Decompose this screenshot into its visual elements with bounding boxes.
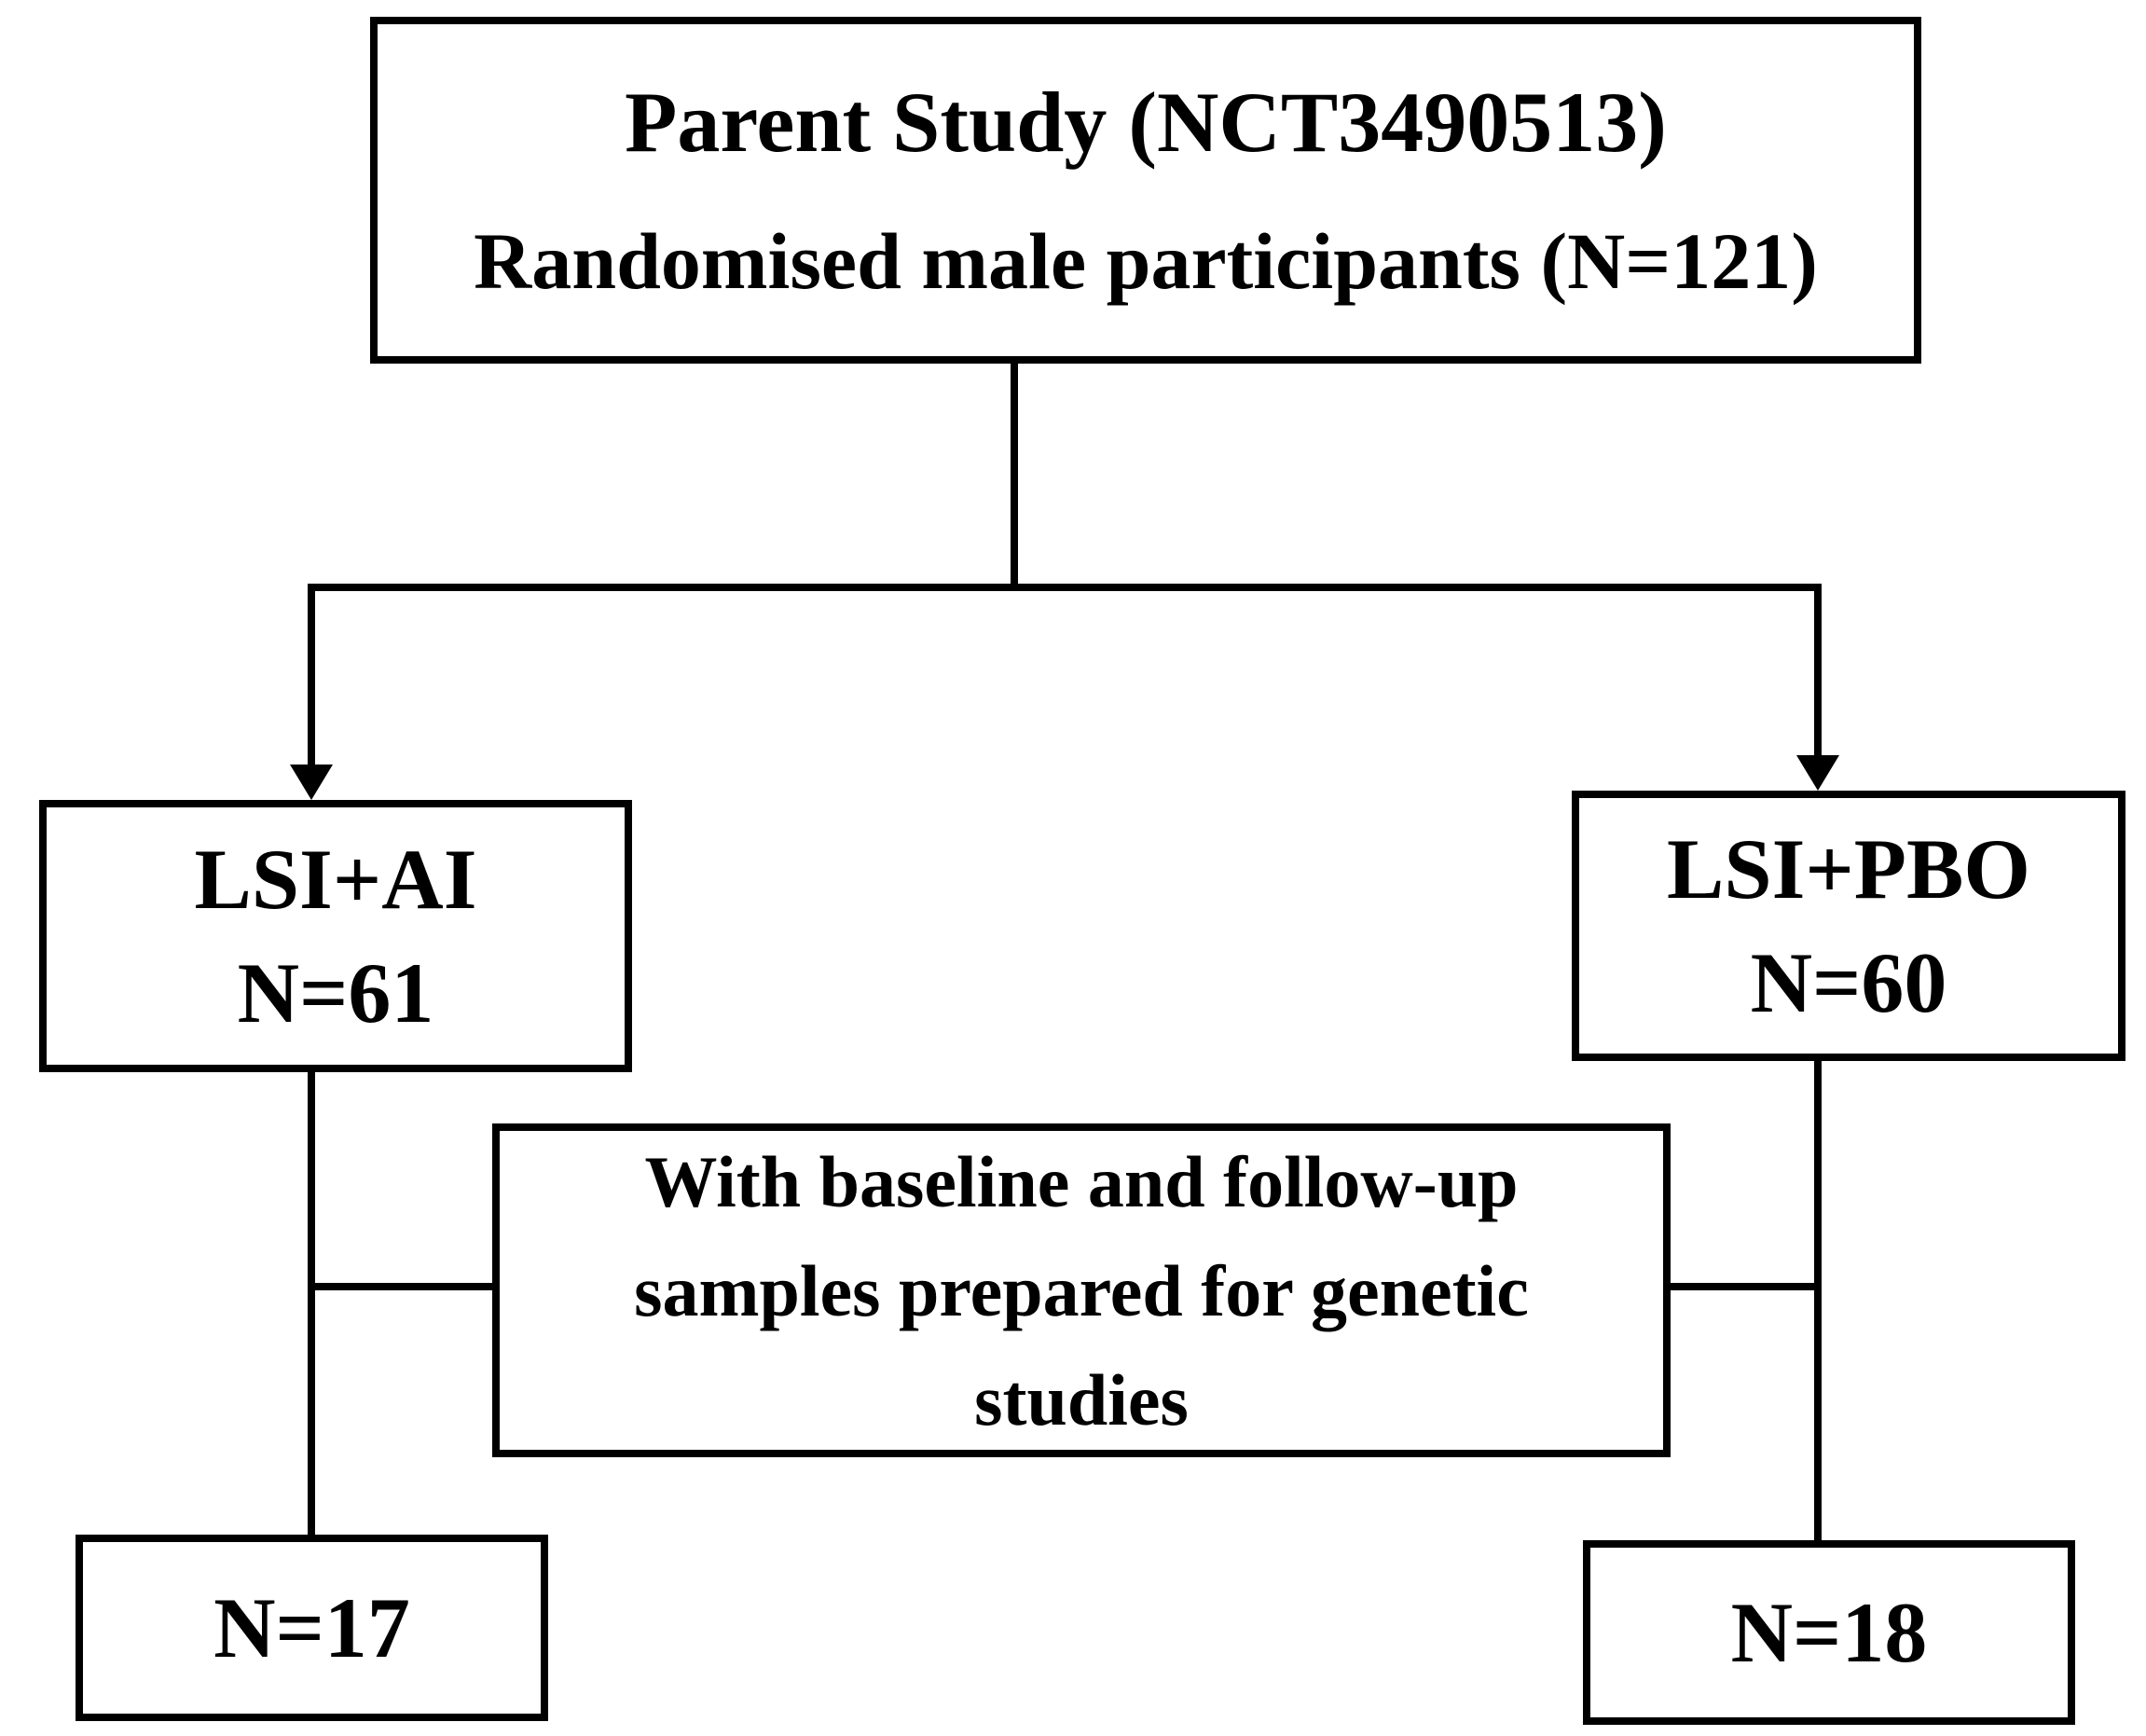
- left-arm-label: LSI+AI: [194, 831, 477, 927]
- connector-middle-left-line: [311, 1283, 492, 1290]
- right-arm-label: LSI+PBO: [1667, 821, 2030, 916]
- connector-right-branch-line: [1814, 584, 1822, 755]
- right-arm-box: LSI+PBO N=60: [1572, 791, 2125, 1061]
- left-result-count: N=17: [213, 1580, 410, 1675]
- parent-study-subtitle: Randomised male participants (N=121): [474, 215, 1818, 306]
- connector-right-down-line: [1814, 1059, 1822, 1542]
- down-arrowhead-right-icon: [1796, 755, 1839, 791]
- right-arm-count: N=60: [1750, 935, 1947, 1030]
- connector-parent-drop-line: [1011, 362, 1018, 591]
- right-result-count: N=18: [1730, 1585, 1928, 1680]
- right-result-box: N=18: [1583, 1540, 2075, 1725]
- left-arm-count: N=61: [237, 945, 434, 1041]
- parent-study-title: Parent Study (NCT3490513): [625, 75, 1667, 171]
- left-result-box: N=17: [76, 1535, 548, 1721]
- genetic-samples-text: With baseline and follow-up samples prep…: [634, 1140, 1529, 1440]
- left-arm-box: LSI+AI N=61: [39, 800, 632, 1072]
- parent-study-box: Parent Study (NCT3490513) Randomised mal…: [370, 17, 1921, 364]
- genetic-samples-box: With baseline and follow-up samples prep…: [492, 1123, 1671, 1457]
- connector-left-down-line: [308, 1070, 315, 1536]
- connector-middle-right-line: [1671, 1283, 1818, 1290]
- connector-left-branch-line: [308, 584, 315, 766]
- connector-branch-line: [308, 584, 1822, 591]
- down-arrowhead-left-icon: [290, 765, 333, 800]
